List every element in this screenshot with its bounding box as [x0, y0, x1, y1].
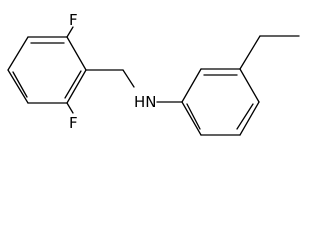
ethyl-ch2-bond: [239, 35, 261, 70]
atom-label-fluorine-top: F: [69, 11, 78, 29]
ring-bond: [181, 68, 202, 103]
ethylphenyl-ring: [181, 68, 260, 136]
ring-double-bond: [186, 103, 201, 130]
ring-bond: [7, 36, 29, 71]
c-f-bond-bottom: [66, 102, 74, 114]
ring-double-bond: [64, 70, 82, 99]
ring-bond: [7, 69, 29, 104]
chemical-structure: F F HN: [7, 11, 300, 136]
ring-double-bond: [12, 71, 28, 98]
atom-label-amine: HN: [134, 93, 157, 111]
ring-bond: [66, 69, 87, 104]
difluorophenyl-ring: [7, 36, 87, 104]
ring-double-bond: [236, 103, 254, 130]
ring-bond: [66, 36, 87, 71]
ring-bond: [239, 101, 260, 136]
c-f-bond-top: [66, 26, 74, 38]
ring-bond: [181, 101, 202, 136]
atom-label-fluorine-bottom: F: [69, 114, 78, 132]
ring-bond: [239, 68, 260, 103]
ch2-to-nh-bond: [122, 69, 135, 88]
